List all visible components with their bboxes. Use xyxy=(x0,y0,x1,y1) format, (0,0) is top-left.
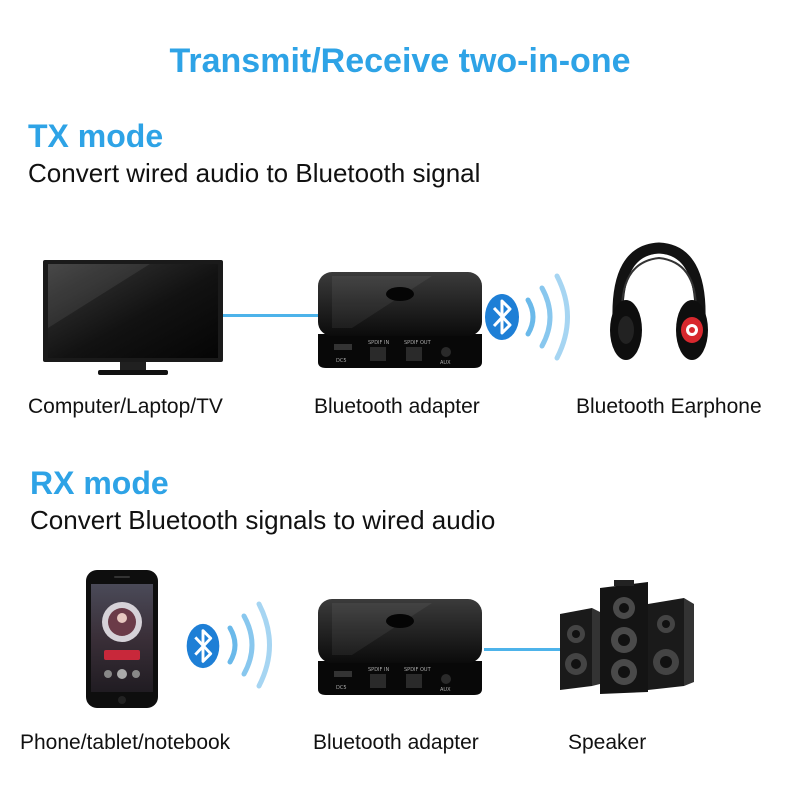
rx-output-caption: Speaker xyxy=(568,731,647,754)
headphones-icon xyxy=(610,242,708,360)
tv-icon xyxy=(43,260,223,375)
page-title: Transmit/Receive two-in-one xyxy=(169,42,631,80)
tx-output-caption: Bluetooth Earphone xyxy=(576,395,762,418)
rx-source-caption: Phone/tablet/notebook xyxy=(20,731,231,754)
svg-text:DC5: DC5 xyxy=(336,358,347,364)
tx-mode-heading: TX mode xyxy=(28,118,164,154)
svg-text:DC5: DC5 xyxy=(336,685,347,691)
signal-waves-icon xyxy=(525,273,570,361)
tx-bluetooth-adapter-icon: DC5 SPDIF IN SPDIF OUT AUX xyxy=(318,272,482,368)
svg-text:SPDIF OUT: SPDIF OUT xyxy=(404,340,432,346)
rx-mode-description: Convert Bluetooth signals to wired audio xyxy=(30,505,496,535)
bluetooth-icon xyxy=(485,294,519,340)
smartphone-icon xyxy=(86,570,158,708)
svg-text:AUX: AUX xyxy=(440,360,451,366)
tx-audio-cable xyxy=(220,314,320,317)
rx-audio-cable xyxy=(484,648,564,651)
speaker-icon xyxy=(560,580,694,694)
rx-mode-heading: RX mode xyxy=(30,465,169,501)
svg-text:SPDIF IN: SPDIF IN xyxy=(368,667,389,673)
svg-text:AUX: AUX xyxy=(440,687,451,693)
rx-adapter-caption: Bluetooth adapter xyxy=(313,731,479,754)
bluetooth-icon xyxy=(186,623,220,669)
tx-source-caption: Computer/Laptop/TV xyxy=(28,395,223,418)
signal-waves-icon xyxy=(227,601,272,689)
tx-adapter-caption: Bluetooth adapter xyxy=(314,395,480,418)
svg-text:SPDIF OUT: SPDIF OUT xyxy=(404,667,432,673)
tx-mode-description: Convert wired audio to Bluetooth signal xyxy=(28,158,481,188)
rx-bluetooth-adapter-icon: DC5 SPDIF IN SPDIF OUT AUX xyxy=(318,599,482,695)
svg-text:SPDIF IN: SPDIF IN xyxy=(368,340,389,346)
